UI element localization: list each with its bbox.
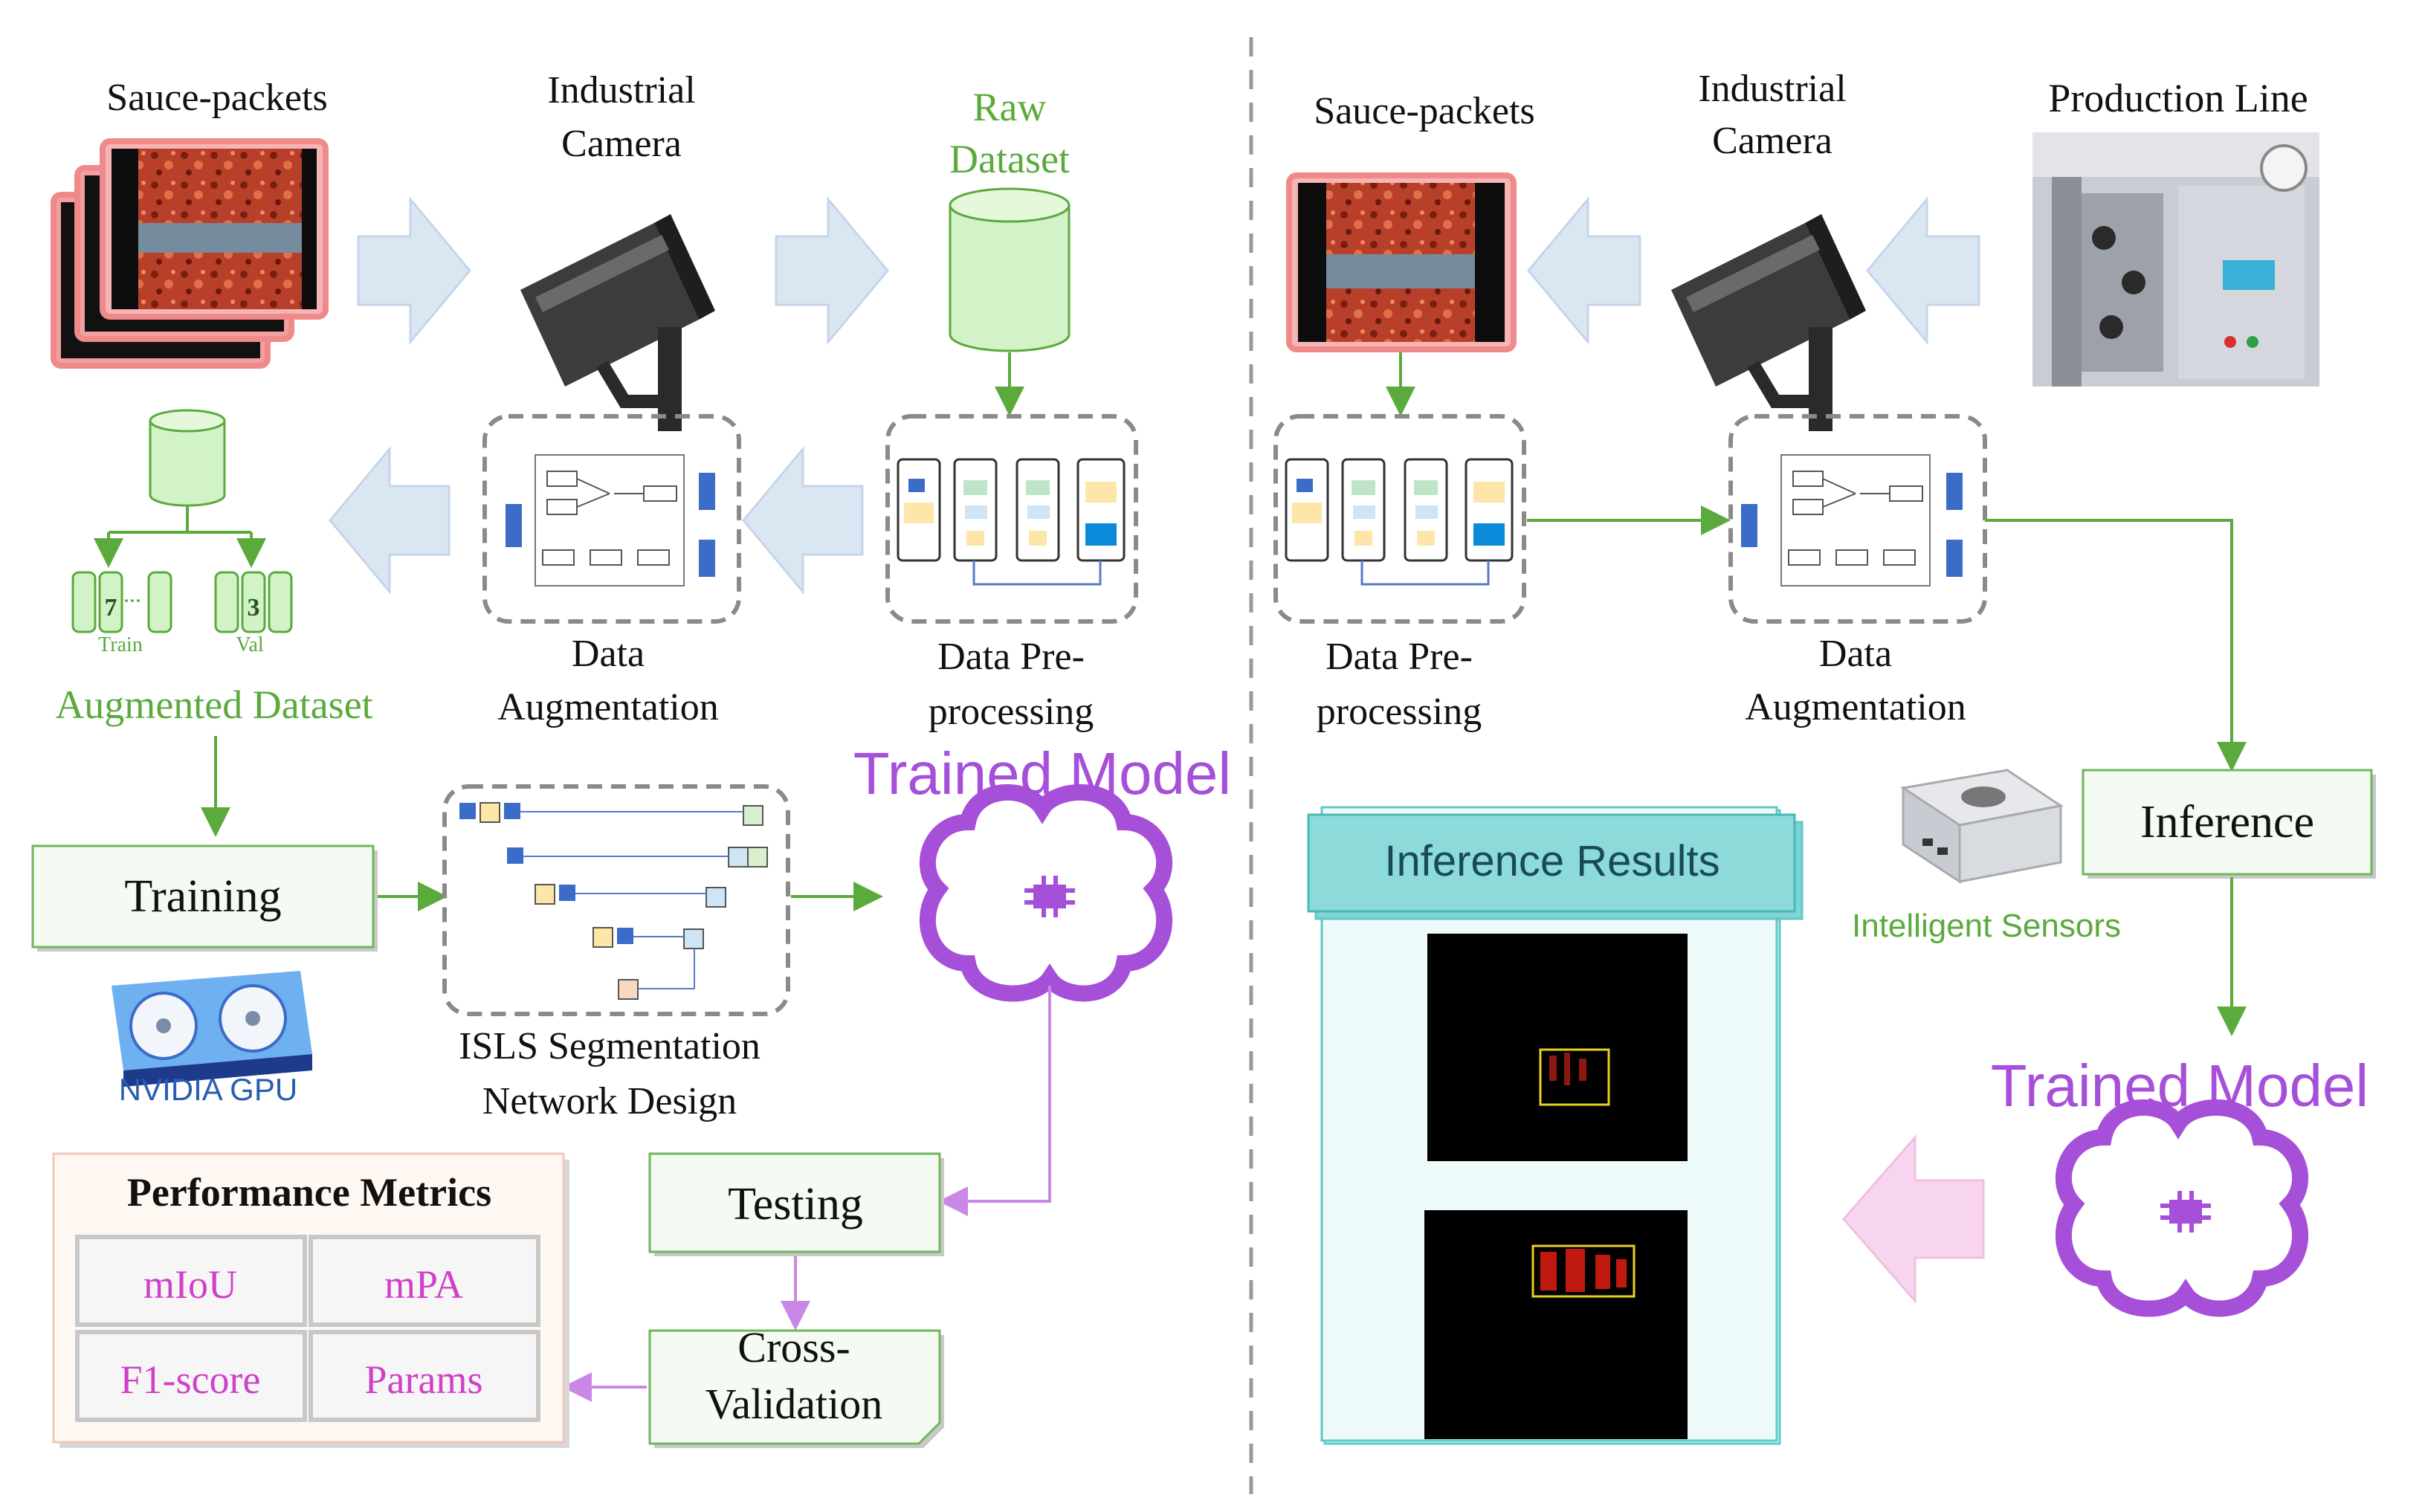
network-design-box <box>442 784 790 1016</box>
left-data-aug-label-1: Data <box>572 633 645 675</box>
sauce-packet-image <box>1286 172 1517 352</box>
sauce-packets-stack <box>51 138 329 369</box>
flow-arrow-right <box>775 196 889 346</box>
flow-arrow-left <box>1866 196 1980 346</box>
left-data-pre-label-1: Data Pre- <box>937 636 1085 678</box>
flow-arrow-left <box>742 445 864 595</box>
metrics-title: Performance Metrics <box>127 1170 491 1215</box>
flow-arrow-left-pink <box>1842 1134 1985 1304</box>
intelligent-sensor-device <box>1899 769 2064 884</box>
right-data-aug-label-1: Data <box>1819 633 1892 675</box>
val-split-count: 3 <box>248 594 260 621</box>
network-label-2: Network Design <box>482 1080 737 1122</box>
training-label: Training <box>124 871 281 922</box>
left-sauce-packets-label: Sauce-packets <box>106 77 327 119</box>
metric-miou: mIoU <box>143 1262 237 1307</box>
inference-results-panel <box>1307 806 1804 1445</box>
right-camera-label-2: Camera <box>1712 120 1833 162</box>
flow-arrow-left <box>329 445 451 595</box>
intelligent-sensors-label: Intelligent Sensors <box>1852 908 2121 944</box>
right-trained-model-label: Trained Model <box>1991 1053 2369 1119</box>
left-trained-model-label: Trained Model <box>853 740 1231 807</box>
connector-arrow <box>1985 519 2247 772</box>
left-camera-label-1: Industrial <box>547 69 695 112</box>
cross-validation-box <box>648 1329 944 1448</box>
inference-label: Inference <box>2140 797 2314 847</box>
gpu-label: NVIDIA GPU <box>119 1072 297 1107</box>
val-split-label: Val <box>236 633 264 656</box>
data-preprocessing-box <box>885 414 1138 624</box>
connector-arrow <box>938 986 1051 1216</box>
metric-f1: F1-score <box>120 1357 261 1402</box>
camera-icon <box>1671 214 1866 431</box>
testing-box <box>648 1152 944 1256</box>
network-label-1: ISLS Segmentation <box>459 1025 761 1067</box>
cross-validation-label-2: Validation <box>705 1380 882 1428</box>
right-sauce-packets-label: Sauce-packets <box>1314 90 1534 132</box>
right-camera-label-1: Industrial <box>1698 68 1846 110</box>
metric-params: Params <box>365 1357 483 1402</box>
left-data-pre-label-2: processing <box>929 691 1094 733</box>
brain-chip-icon <box>2055 1099 2309 1317</box>
augmented-dataset-label: Augmented Dataset <box>55 682 372 727</box>
production-line-image <box>2032 132 2319 387</box>
raw-dataset-label-1: Raw <box>973 85 1047 129</box>
augmented-dataset-icon <box>71 409 293 633</box>
raw-dataset-label-2: Dataset <box>949 137 1070 181</box>
brain-chip-icon <box>919 784 1173 1002</box>
data-augmentation-box <box>482 414 741 624</box>
right-data-aug-label-2: Augmentation <box>1745 686 1966 728</box>
inference-results-title: Inference Results <box>1384 837 1720 885</box>
flow-arrow-right <box>357 196 471 346</box>
left-data-aug-label-2: Augmentation <box>497 686 719 728</box>
right-data-pre-label-2: processing <box>1317 691 1482 733</box>
flow-arrow-left <box>1527 196 1641 346</box>
camera-icon <box>520 214 715 431</box>
left-camera-label-2: Camera <box>561 123 682 165</box>
testing-label: Testing <box>728 1179 863 1230</box>
train-split-count: 7 <box>105 594 117 621</box>
inference-box <box>2082 769 2376 879</box>
data-augmentation-box <box>1728 414 1987 624</box>
cross-validation-label-1: Cross- <box>737 1323 850 1372</box>
production-line-label: Production Line <box>2048 76 2308 120</box>
data-preprocessing-box <box>1273 414 1526 624</box>
training-box <box>31 844 378 952</box>
metric-mpa: mPA <box>384 1262 463 1307</box>
raw-dataset-cylinder <box>949 187 1071 352</box>
right-data-pre-label-1: Data Pre- <box>1325 636 1473 678</box>
gpu-icon <box>112 971 312 1087</box>
performance-metrics-panel <box>52 1152 569 1448</box>
train-split-label: Train <box>98 633 143 656</box>
